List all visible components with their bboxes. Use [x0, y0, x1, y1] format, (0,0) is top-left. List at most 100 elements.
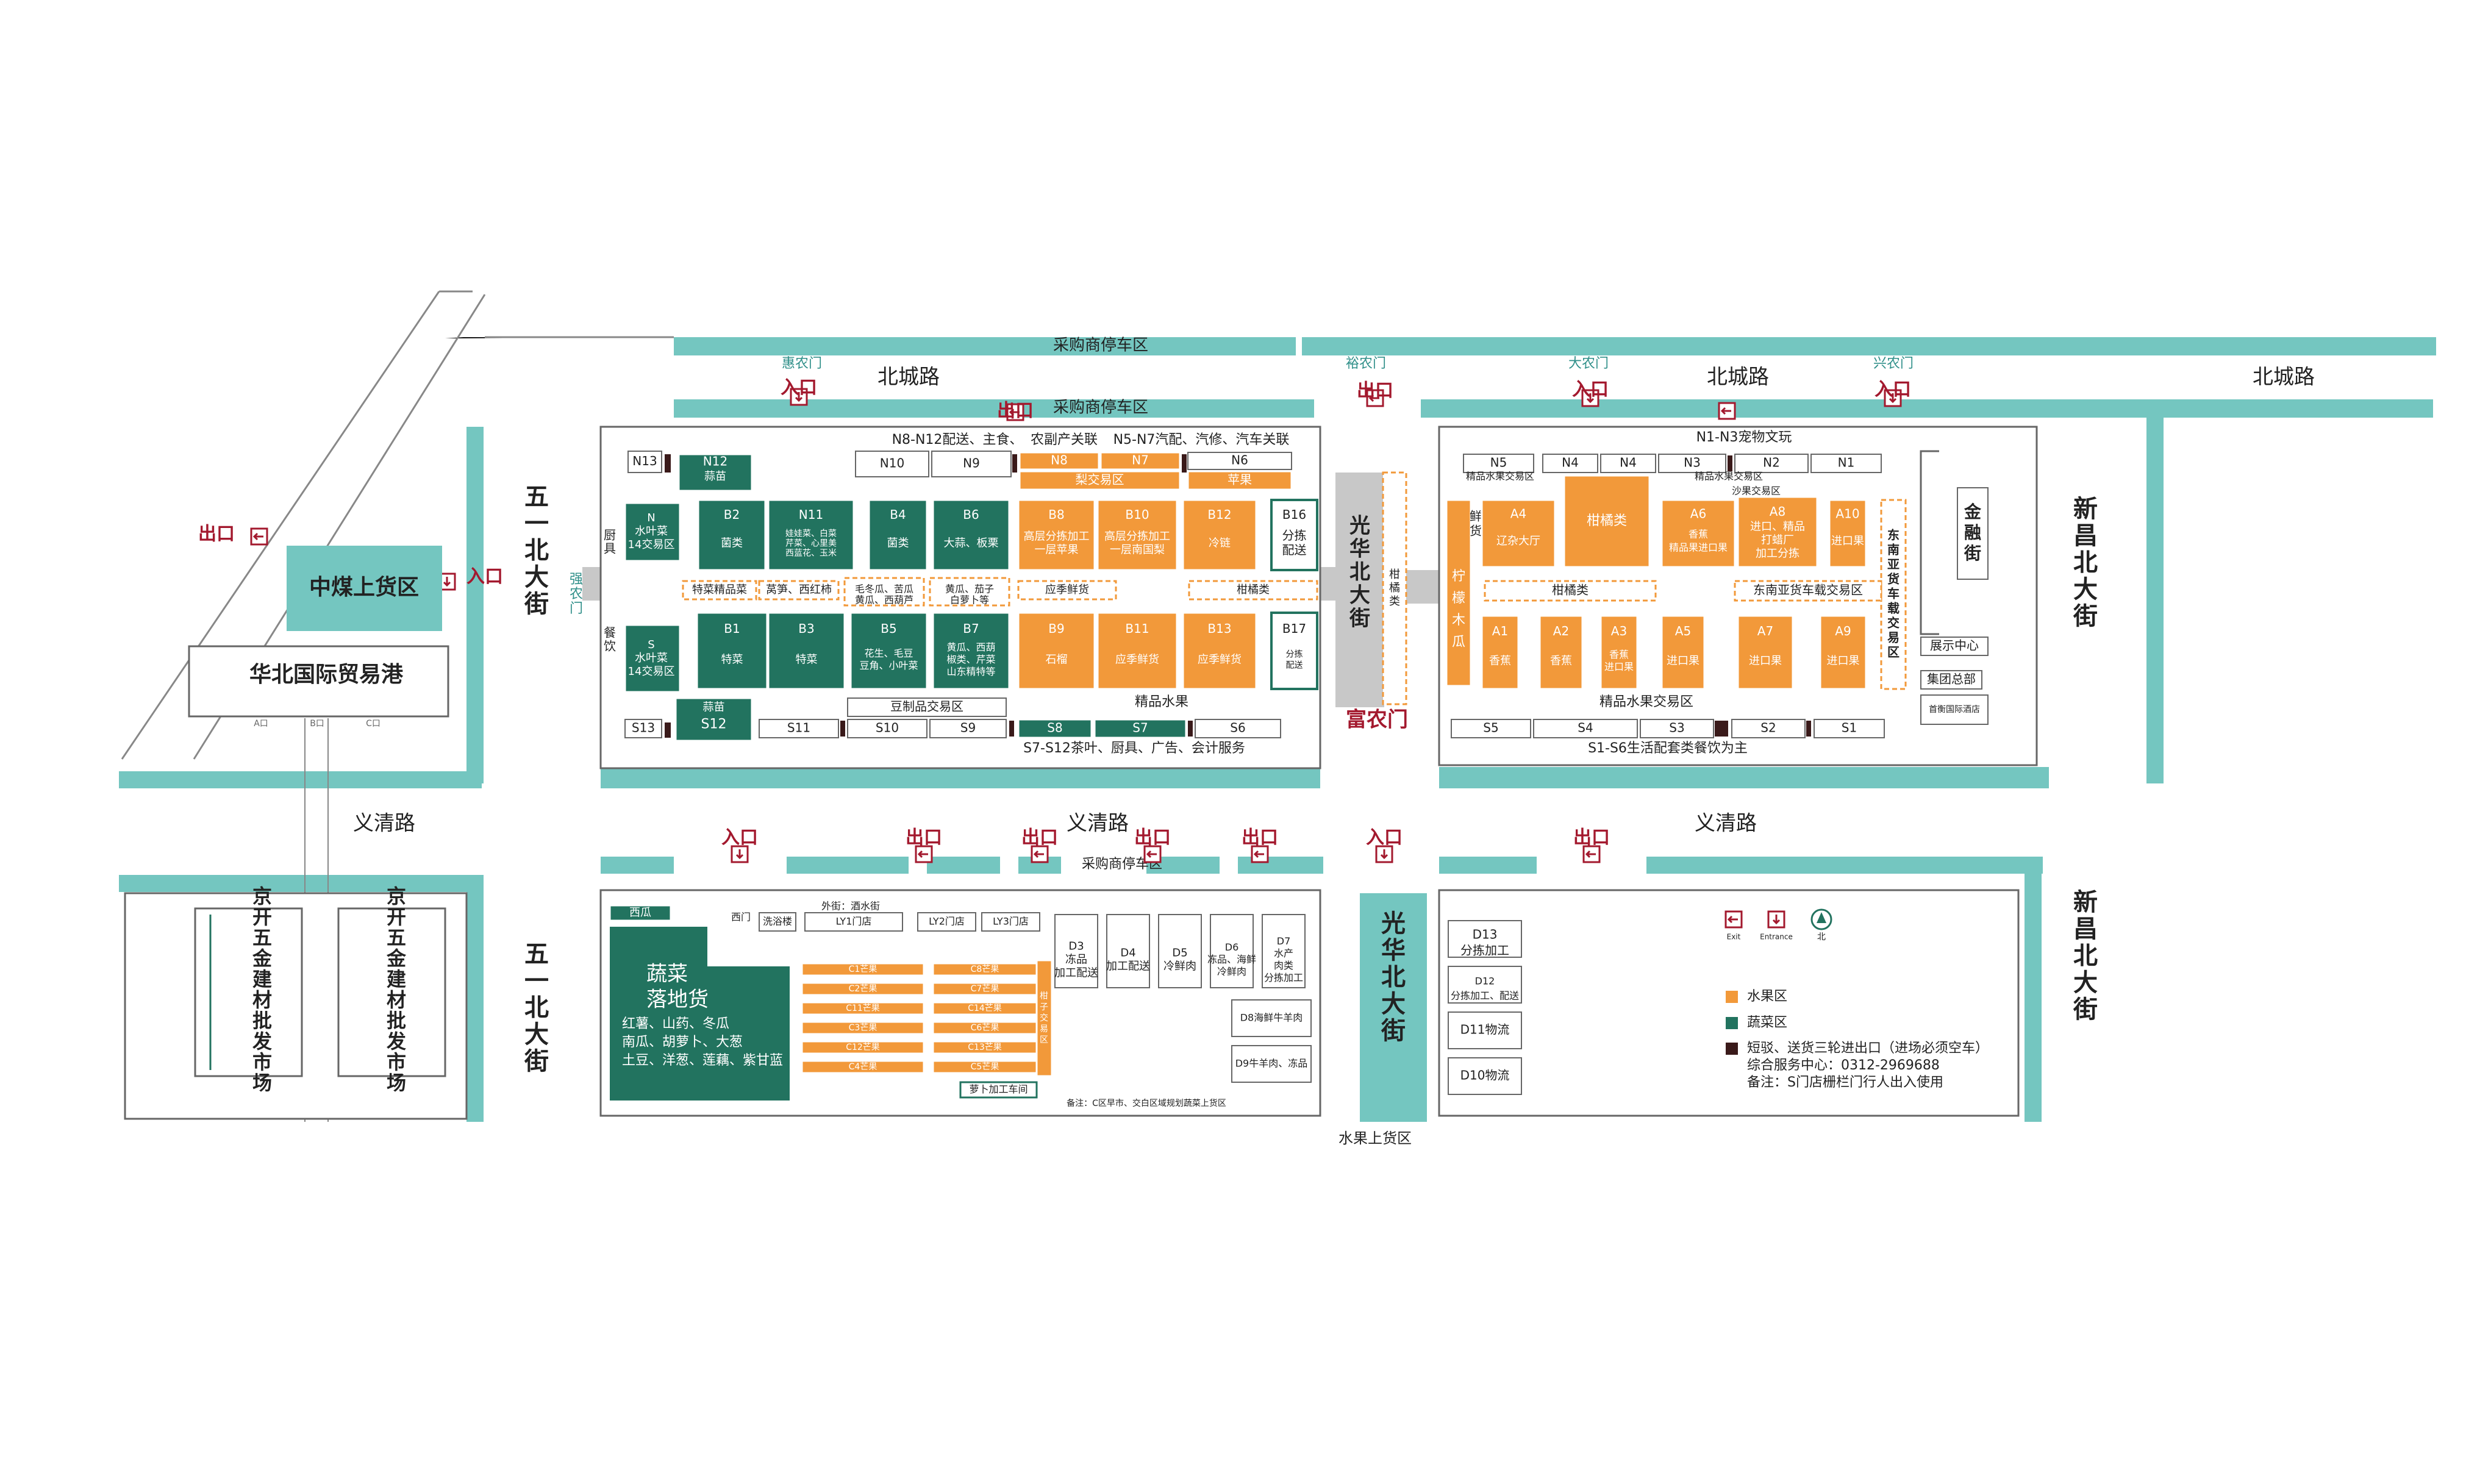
wuyi-road-label-2: 街 — [524, 1047, 549, 1076]
stall-n11-label: 芹菜、心里美 — [785, 538, 837, 548]
beicheng-parking-west — [674, 399, 1314, 418]
stall-a5 — [1660, 615, 1706, 690]
beicheng-road-label-2: 北城路 — [1707, 365, 1769, 390]
zone-tecai — [682, 580, 757, 601]
entrance-danong-label: 入口 — [1572, 379, 1609, 401]
stall-b8-label: 高层分拣加工 — [1024, 530, 1090, 543]
s1-s6-label: S1-S6生活配套类餐饮为主 — [1588, 741, 1748, 756]
stall-d11-code: D11物流 — [1460, 1022, 1510, 1037]
entrance-south-1-entrance-icon — [735, 849, 744, 860]
dark-marker-5 — [840, 721, 845, 737]
exit-south-1-exit-icon — [917, 850, 928, 858]
legend-note-label: 备注：S门店栅栏门行人出入使用 — [1747, 1075, 1943, 1090]
stall-n5-code: N5 — [1490, 455, 1507, 470]
ganzi-label: 区 — [1040, 1035, 1048, 1045]
stall-d5-label: D5 — [1172, 946, 1187, 959]
hardware-label-1: 京 — [252, 885, 272, 908]
legend-entrance-entrance-icon — [1772, 915, 1781, 925]
stall-d12 — [1448, 966, 1522, 1004]
stall-d6-label: 冻品、海鲜 — [1207, 954, 1256, 965]
chuju-label: 具 — [604, 541, 616, 556]
stall-s7-code: S7 — [1132, 721, 1148, 735]
zhongmei-area — [287, 546, 442, 631]
stall-b8 — [1017, 499, 1096, 571]
stall-b11-code: B11 — [1125, 621, 1149, 636]
stall-b17 — [1270, 612, 1318, 690]
huabei-label: 华北国际贸易港 — [249, 662, 404, 687]
stall-n4b-code: N4 — [1620, 455, 1637, 470]
stall-s2-code: S2 — [1760, 721, 1776, 735]
stall-s2 — [1731, 719, 1806, 738]
jingpin-shuiguo-label: 精品水果交易区 — [1466, 471, 1534, 482]
zone-huanggua-label: 白萝卜等 — [950, 594, 989, 605]
exit-south-3-label: 出口 — [1134, 827, 1171, 849]
beizhu-c-label: 备注：C区早市、交白区域规划蔬菜上货区 — [1067, 1098, 1226, 1108]
yiqing-road-label: 义清路 — [353, 812, 415, 836]
stall-n2-code: N2 — [1763, 455, 1780, 470]
exit-south-1-label: 出口 — [906, 827, 942, 849]
stall-n7 — [1099, 451, 1181, 471]
stall-b16-label: 分拣 — [1282, 528, 1307, 543]
stall-xigua-code: 西瓜 — [629, 907, 651, 919]
stall-b3-label: 特菜 — [796, 654, 818, 666]
qiangnong-gate-label: 强 — [570, 572, 583, 587]
stall-a2-code: A2 — [1553, 624, 1569, 638]
xinchang-road-label: 新 — [2073, 495, 2098, 523]
ganju-vertical-label: 柑 — [1389, 568, 1400, 581]
south-north-edge-1 — [601, 857, 674, 874]
zone-maodong-label: 毛冬瓜、苦瓜 — [855, 583, 913, 594]
stall-jituan — [1920, 670, 1982, 690]
legend-exit-icon — [1724, 910, 1743, 929]
exit-south-4-label: 出口 — [1242, 827, 1278, 849]
stall-luobo — [959, 1081, 1038, 1099]
hardware-label-2: 材 — [387, 988, 406, 1011]
dark-marker-6 — [1009, 721, 1014, 737]
stall-c-right-3-code: C6芒果 — [971, 1023, 999, 1033]
shucai-label: 落地货 — [646, 988, 709, 1012]
hardware-label-2: 建 — [387, 968, 406, 991]
finance-street-outline — [1920, 450, 1939, 635]
dongnanya-label: 东 — [1887, 528, 1900, 543]
stall-n13-code: N13 — [632, 454, 657, 468]
zone-yingji-code: 应季鲜货 — [1045, 583, 1089, 596]
shucai-list-2: 土豆、洋葱、莲藕、紫甘蓝 — [622, 1053, 783, 1068]
dark-marker-7 — [1188, 721, 1193, 737]
stall-d13-label: D13 — [1473, 927, 1498, 942]
stall-b5-code: B5 — [881, 621, 896, 636]
stall-c-right-1-code: C7芒果 — [971, 984, 999, 994]
stall-a2-label: 香蕉 — [1550, 654, 1572, 667]
stall-c-left-5-code: C4芒果 — [849, 1062, 877, 1072]
stall-s13 — [624, 719, 662, 738]
stall-ganjulei-code: 柑橘类 — [1587, 513, 1627, 529]
nongfu-label: 农副产关联 — [1031, 432, 1098, 448]
stall-c-right-5-code: C5芒果 — [971, 1062, 999, 1072]
stall-s4-code: S4 — [1578, 721, 1593, 735]
jinrong-label: 金 — [1964, 502, 1982, 522]
guanghua-road-label: 光 — [1349, 514, 1370, 538]
north-road-top — [674, 337, 1296, 355]
qiangnong-gate-label: 门 — [570, 601, 583, 616]
stall-d5-label: 冷鲜肉 — [1163, 960, 1196, 972]
stall-n11-label: 娃娃菜、白菜 — [785, 529, 837, 538]
stall-zhanshi — [1920, 637, 1989, 656]
guanghua-road-label-2: 街 — [1381, 1017, 1406, 1045]
stall-c-right-0-code: C8芒果 — [971, 965, 999, 974]
stall-b7-label: 椒类、芹菜 — [946, 654, 995, 665]
stall-n14-label: 水叶菜 — [635, 525, 668, 538]
wuyi-road-label-2: 北 — [524, 994, 549, 1022]
stall-s4 — [1533, 719, 1638, 738]
stall-a8-label: 打蜡厂 — [1761, 533, 1794, 546]
stall-n10 — [855, 451, 929, 477]
exit-yunong-label: 出口 — [1357, 380, 1393, 402]
stall-a8-label: 加工分拣 — [1756, 547, 1799, 560]
stall-d7-label: D7 — [1277, 935, 1291, 947]
stall-b16 — [1270, 499, 1318, 571]
stall-b5-label: 豆角、小叶菜 — [859, 660, 918, 671]
stall-d6-label: 冷鲜肉 — [1217, 966, 1246, 977]
xinchang-road-north — [2146, 399, 2164, 783]
stall-ly2-code: LY2门店 — [929, 916, 965, 927]
shucai-list-1: 南瓜、胡萝卜、大葱 — [622, 1035, 743, 1050]
dongnanya-label: 交 — [1887, 616, 1900, 630]
stall-s3-code: S3 — [1669, 721, 1684, 735]
stall-a4 — [1481, 499, 1556, 568]
